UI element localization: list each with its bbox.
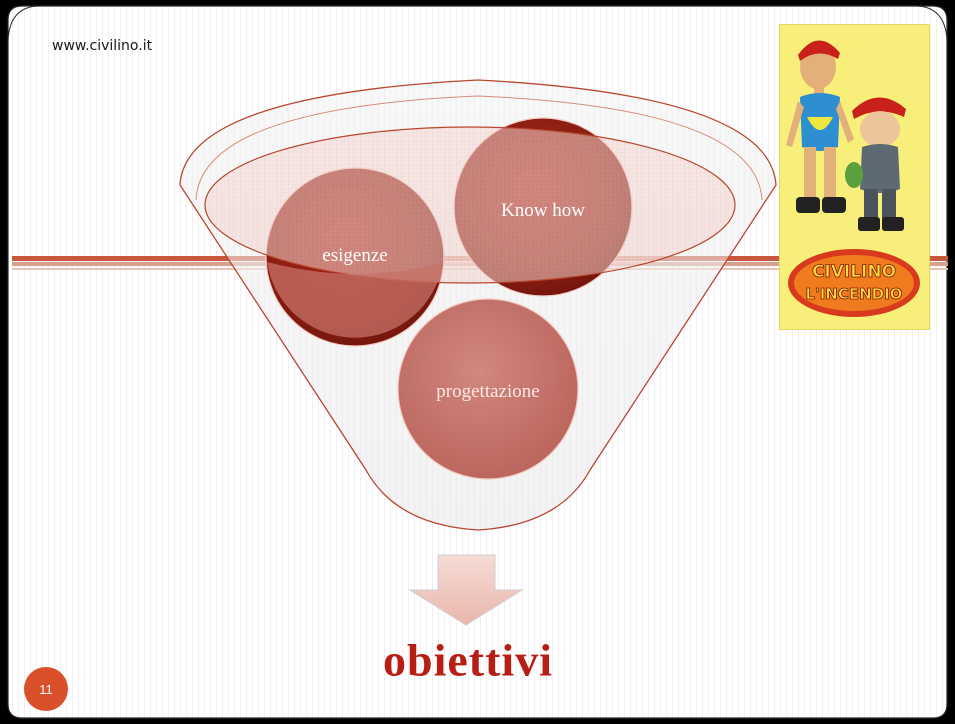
circle-progettazione	[397, 298, 579, 480]
result-label-obiettivi: obiettivi	[383, 634, 553, 686]
funnel-body-inner-edge	[195, 95, 763, 201]
circle-label-know-how: Know how	[501, 200, 585, 221]
svg-text:L'INCENDIO: L'INCENDIO	[806, 285, 903, 303]
funnel-top-ellipse	[204, 126, 736, 284]
down-arrow-icon	[408, 554, 524, 626]
civilino-logo-illustration: CIVILINO L'INCENDIO	[786, 40, 920, 317]
page-number-badge: 11	[24, 667, 68, 711]
circle-label-progettazione: progettazione	[436, 381, 540, 402]
circle-esigenze-lower	[267, 262, 443, 338]
svg-text:CIVILINO: CIVILINO	[812, 262, 896, 282]
circle-label-esigenze: esigenze	[322, 245, 388, 266]
site-url[interactable]: www.civilino.it	[52, 38, 153, 54]
civilino-logo: CIVILINO L'INCENDIO	[779, 24, 930, 330]
